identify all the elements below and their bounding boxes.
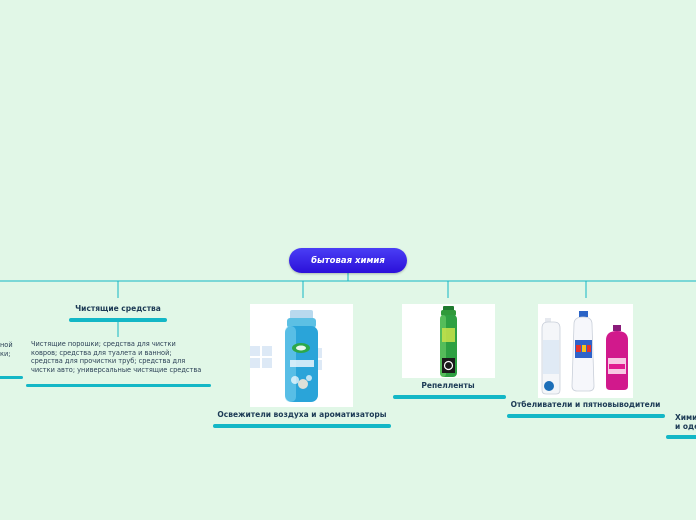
branch-right-partial-line2: и оде [675, 422, 696, 431]
repellent-image [402, 304, 495, 378]
left-partial-text: ной ки; [0, 341, 13, 358]
air-freshener-spray-can-icon [250, 310, 322, 402]
bleach-bottles-icon [541, 311, 628, 395]
branch-bleach-underline [507, 414, 665, 418]
branch-cleaning-underline [69, 318, 167, 322]
root-node[interactable]: бытовая химия [289, 248, 407, 273]
branch-right-partial-label[interactable]: Хими и оде [675, 413, 696, 431]
branch-repellents-label[interactable]: Репелленты [421, 381, 475, 390]
root-label: бытовая химия [311, 255, 385, 266]
branch-cleaning-note-underline [26, 384, 211, 387]
branch-cleaning-label[interactable]: Чистящие средства [75, 304, 161, 313]
branch-repellents-underline [393, 395, 506, 399]
branch-fresheners-underline [213, 424, 391, 428]
left-partial-line2: ки; [0, 349, 11, 358]
branch-right-partial-line1: Хими [675, 413, 696, 422]
air-freshener-image [250, 304, 353, 407]
left-partial-line1: ной [0, 341, 13, 349]
branch-cleaning-note[interactable]: Чистящие порошки; средства для чистки ко… [31, 340, 202, 374]
bleach-image [538, 304, 633, 398]
branch-fresheners-label[interactable]: Освежители воздуха и ароматизаторы [217, 410, 387, 419]
left-partial-underline [0, 376, 23, 379]
insect-repellent-spray-icon [440, 306, 457, 377]
branch-bleach-label[interactable]: Отбеливатели и пятновыводители [510, 400, 661, 409]
branch-right-partial-underline [666, 435, 696, 439]
